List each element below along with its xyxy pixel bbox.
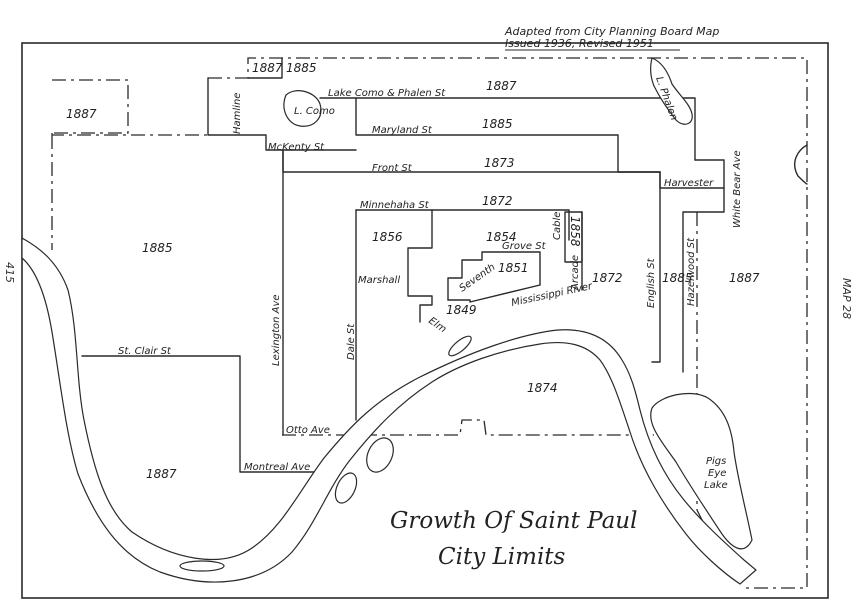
year-label: 1887 — [252, 61, 283, 75]
street-label: Otto Ave — [286, 425, 330, 436]
map-frame — [21, 42, 829, 599]
street-label: Elm — [426, 315, 448, 335]
pigs-eye-label: Eye — [708, 468, 726, 479]
river-island — [448, 335, 472, 357]
year-label: 1873 — [484, 156, 515, 170]
year-label: 1854 — [486, 230, 517, 244]
street-label: Minnehaha St — [360, 200, 430, 211]
street-label: Dale St — [346, 323, 357, 360]
source-note-line1: Adapted from City Planning Board Map — [504, 25, 719, 38]
annexation-lines — [81, 57, 725, 473]
street-label: Cable — [552, 212, 563, 240]
year-label: 1885 — [662, 271, 693, 285]
year-label: 1856 — [372, 230, 403, 244]
street-label: Lake Como & Phalen St — [328, 88, 446, 99]
year-label: 1885 — [482, 117, 513, 131]
year-label: 1851 — [498, 261, 529, 275]
margin-label-right: MAP 28 — [840, 278, 853, 319]
river-island — [179, 560, 225, 572]
river-island — [334, 472, 358, 504]
pigs-eye-label: Lake — [704, 480, 728, 491]
east-bay — [794, 144, 808, 185]
map-title-line2: City Limits — [438, 544, 566, 570]
year-label: 1858 — [568, 216, 582, 247]
east-dash-boundary — [696, 212, 713, 541]
year-label: 1849 — [446, 303, 477, 317]
street-label: St. Clair St — [118, 346, 172, 357]
river-label: Mississippi River — [510, 281, 594, 309]
map-title-line1: Growth Of Saint Paul — [390, 508, 637, 534]
lake-como — [283, 90, 322, 127]
pigs-eye-label: Pigs — [706, 456, 726, 467]
lake-phalen — [650, 57, 693, 125]
street-label: Montreal Ave — [244, 462, 310, 473]
year-label: 1887 — [66, 107, 97, 121]
street-label: Harvester — [664, 178, 714, 189]
year-label: 1885 — [142, 241, 173, 255]
street-label: Hazelwood St — [686, 237, 697, 306]
year-label: 1872 — [592, 271, 623, 285]
margin-label-left: 415 — [3, 262, 16, 283]
street-label: Front St — [372, 163, 413, 174]
year-label: 1887 — [486, 79, 517, 93]
street-label: McKenty St — [268, 142, 325, 153]
street-label: Maryland St — [372, 125, 433, 136]
year-label: 1887 — [729, 271, 760, 285]
street-label: Marshall — [358, 275, 400, 286]
street-label: English St — [646, 257, 657, 308]
street-label: Seventh — [457, 262, 497, 295]
street-label: Arcade — [570, 255, 581, 291]
street-label: Lexington Ave — [271, 294, 282, 366]
year-label: 1885 — [286, 61, 317, 75]
year-label: 1887 — [146, 467, 177, 481]
lake-como-label: L. Como — [294, 106, 335, 117]
street-label: Hamline — [232, 93, 243, 134]
pigs-eye-lake — [650, 392, 753, 550]
source-note-line2: Issued 1936, Revised 1951 — [505, 37, 654, 50]
mississippi-river — [21, 236, 757, 585]
year-label: 1872 — [482, 194, 513, 208]
river-island — [366, 437, 394, 473]
city-limit-boundary — [51, 57, 808, 589]
street-label: Grove St — [502, 241, 547, 252]
year-label: 1874 — [527, 381, 558, 395]
street-label: White Bear Ave — [732, 150, 743, 228]
